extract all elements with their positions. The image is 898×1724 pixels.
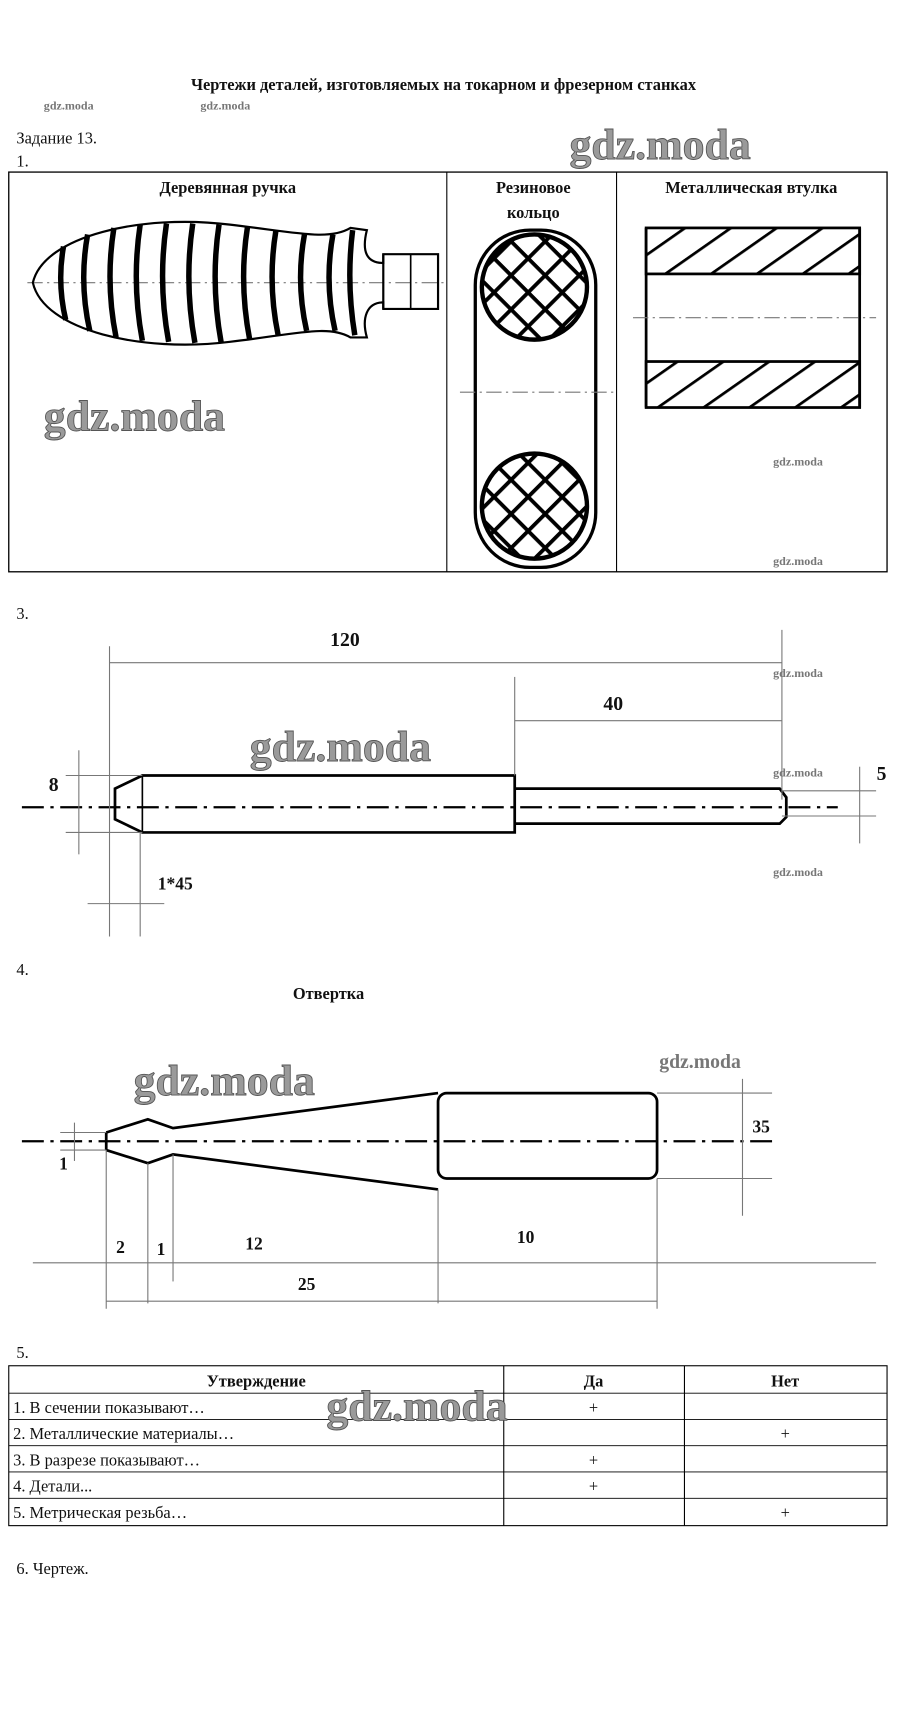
row-yes: + — [589, 1398, 598, 1417]
dim-2: 2 — [116, 1237, 125, 1257]
row-yes: + — [589, 1450, 598, 1469]
table-row: 1. В сечении показывают… + — [13, 1398, 598, 1417]
statements-table: Утверждение Да Нет 1. В сечении показыва… — [8, 1365, 888, 1527]
rod-drawing: 120 40 8 5 1*45 gdz.moda gdz.moda gdz.mo… — [21, 629, 887, 937]
watermark: gdz.moda — [250, 723, 431, 771]
column-metal-bushing: Металлическая втулка — [665, 178, 837, 197]
watermark: gdz.moda — [773, 666, 823, 680]
row-statement: 1. В сечении показывают… — [13, 1398, 205, 1417]
row-statement: 4. Детали... — [13, 1477, 92, 1496]
dim-handle-diam: 35 — [752, 1116, 770, 1136]
task-label: Задание 13. — [16, 129, 97, 148]
metal-bushing-drawing — [632, 226, 877, 409]
row-no: + — [781, 1424, 790, 1443]
table-row: 2. Металлические материалы… + — [13, 1424, 790, 1443]
row-statement: 2. Металлические материалы… — [13, 1424, 234, 1443]
table-row: 3. В разрезе показывают… + — [13, 1450, 598, 1469]
header-no: Нет — [771, 1372, 799, 1391]
watermark: gdz.moda — [773, 766, 823, 780]
table-row: 5. Метрическая резьба… + — [13, 1503, 790, 1522]
watermark: gdz.moda — [773, 455, 823, 469]
dim-1: 1 — [157, 1239, 166, 1259]
dim-10: 10 — [517, 1227, 535, 1247]
dim-diam-big: 8 — [49, 774, 59, 796]
page-title: Чертежи деталей, изготовляемых на токарн… — [191, 75, 697, 94]
dim-total-length: 120 — [330, 629, 360, 651]
header-yes: Да — [584, 1372, 603, 1391]
column-wooden-handle: Деревянная ручка — [160, 178, 297, 197]
watermark: gdz.moda — [773, 865, 823, 879]
watermark: gdz.moda — [326, 1383, 507, 1431]
wooden-handle-drawing — [27, 220, 444, 346]
section-3-number: 3. — [16, 604, 28, 623]
watermark: gdz.moda — [44, 393, 225, 441]
dim-part-length: 40 — [603, 693, 623, 715]
dim-tip: 1 — [59, 1154, 68, 1174]
screwdriver-caption: Отвертка — [293, 984, 364, 1003]
section-5-number: 5. — [16, 1343, 28, 1362]
section-1-table: Деревянная ручка Резиновое кольцо Металл… — [8, 171, 888, 573]
watermark: gdz.moda — [134, 1057, 315, 1105]
column-rubber-ring: Резиновое — [496, 178, 571, 197]
column-rubber-ring-2: кольцо — [507, 203, 560, 222]
watermark: gdz.moda — [659, 1051, 741, 1073]
row-statement: 3. В разрезе показывают… — [13, 1450, 200, 1469]
watermark: gdz.moda — [44, 99, 94, 113]
dim-12: 12 — [245, 1234, 263, 1254]
watermark: gdz.moda — [569, 121, 750, 169]
watermark: gdz.moda — [200, 99, 250, 113]
watermark: gdz.moda — [773, 554, 823, 568]
table-row: 4. Детали... + — [13, 1477, 598, 1496]
dim-diam-small: 5 — [877, 763, 887, 785]
header-statement: Утверждение — [207, 1372, 306, 1391]
dim-chamfer: 1*45 — [158, 873, 193, 893]
section-4-number: 4. — [16, 960, 28, 979]
dim-25: 25 — [298, 1274, 316, 1294]
row-yes: + — [589, 1477, 598, 1496]
rubber-ring-drawing — [459, 228, 614, 570]
section-6-label: 6. Чертеж. — [16, 1559, 88, 1578]
section-1-number: 1. — [16, 152, 28, 171]
screwdriver-drawing: 1 35 2 1 12 10 25 gdz.moda gdz.moda — [21, 1051, 877, 1309]
row-statement: 5. Метрическая резьба… — [13, 1503, 187, 1522]
row-no: + — [781, 1503, 790, 1522]
